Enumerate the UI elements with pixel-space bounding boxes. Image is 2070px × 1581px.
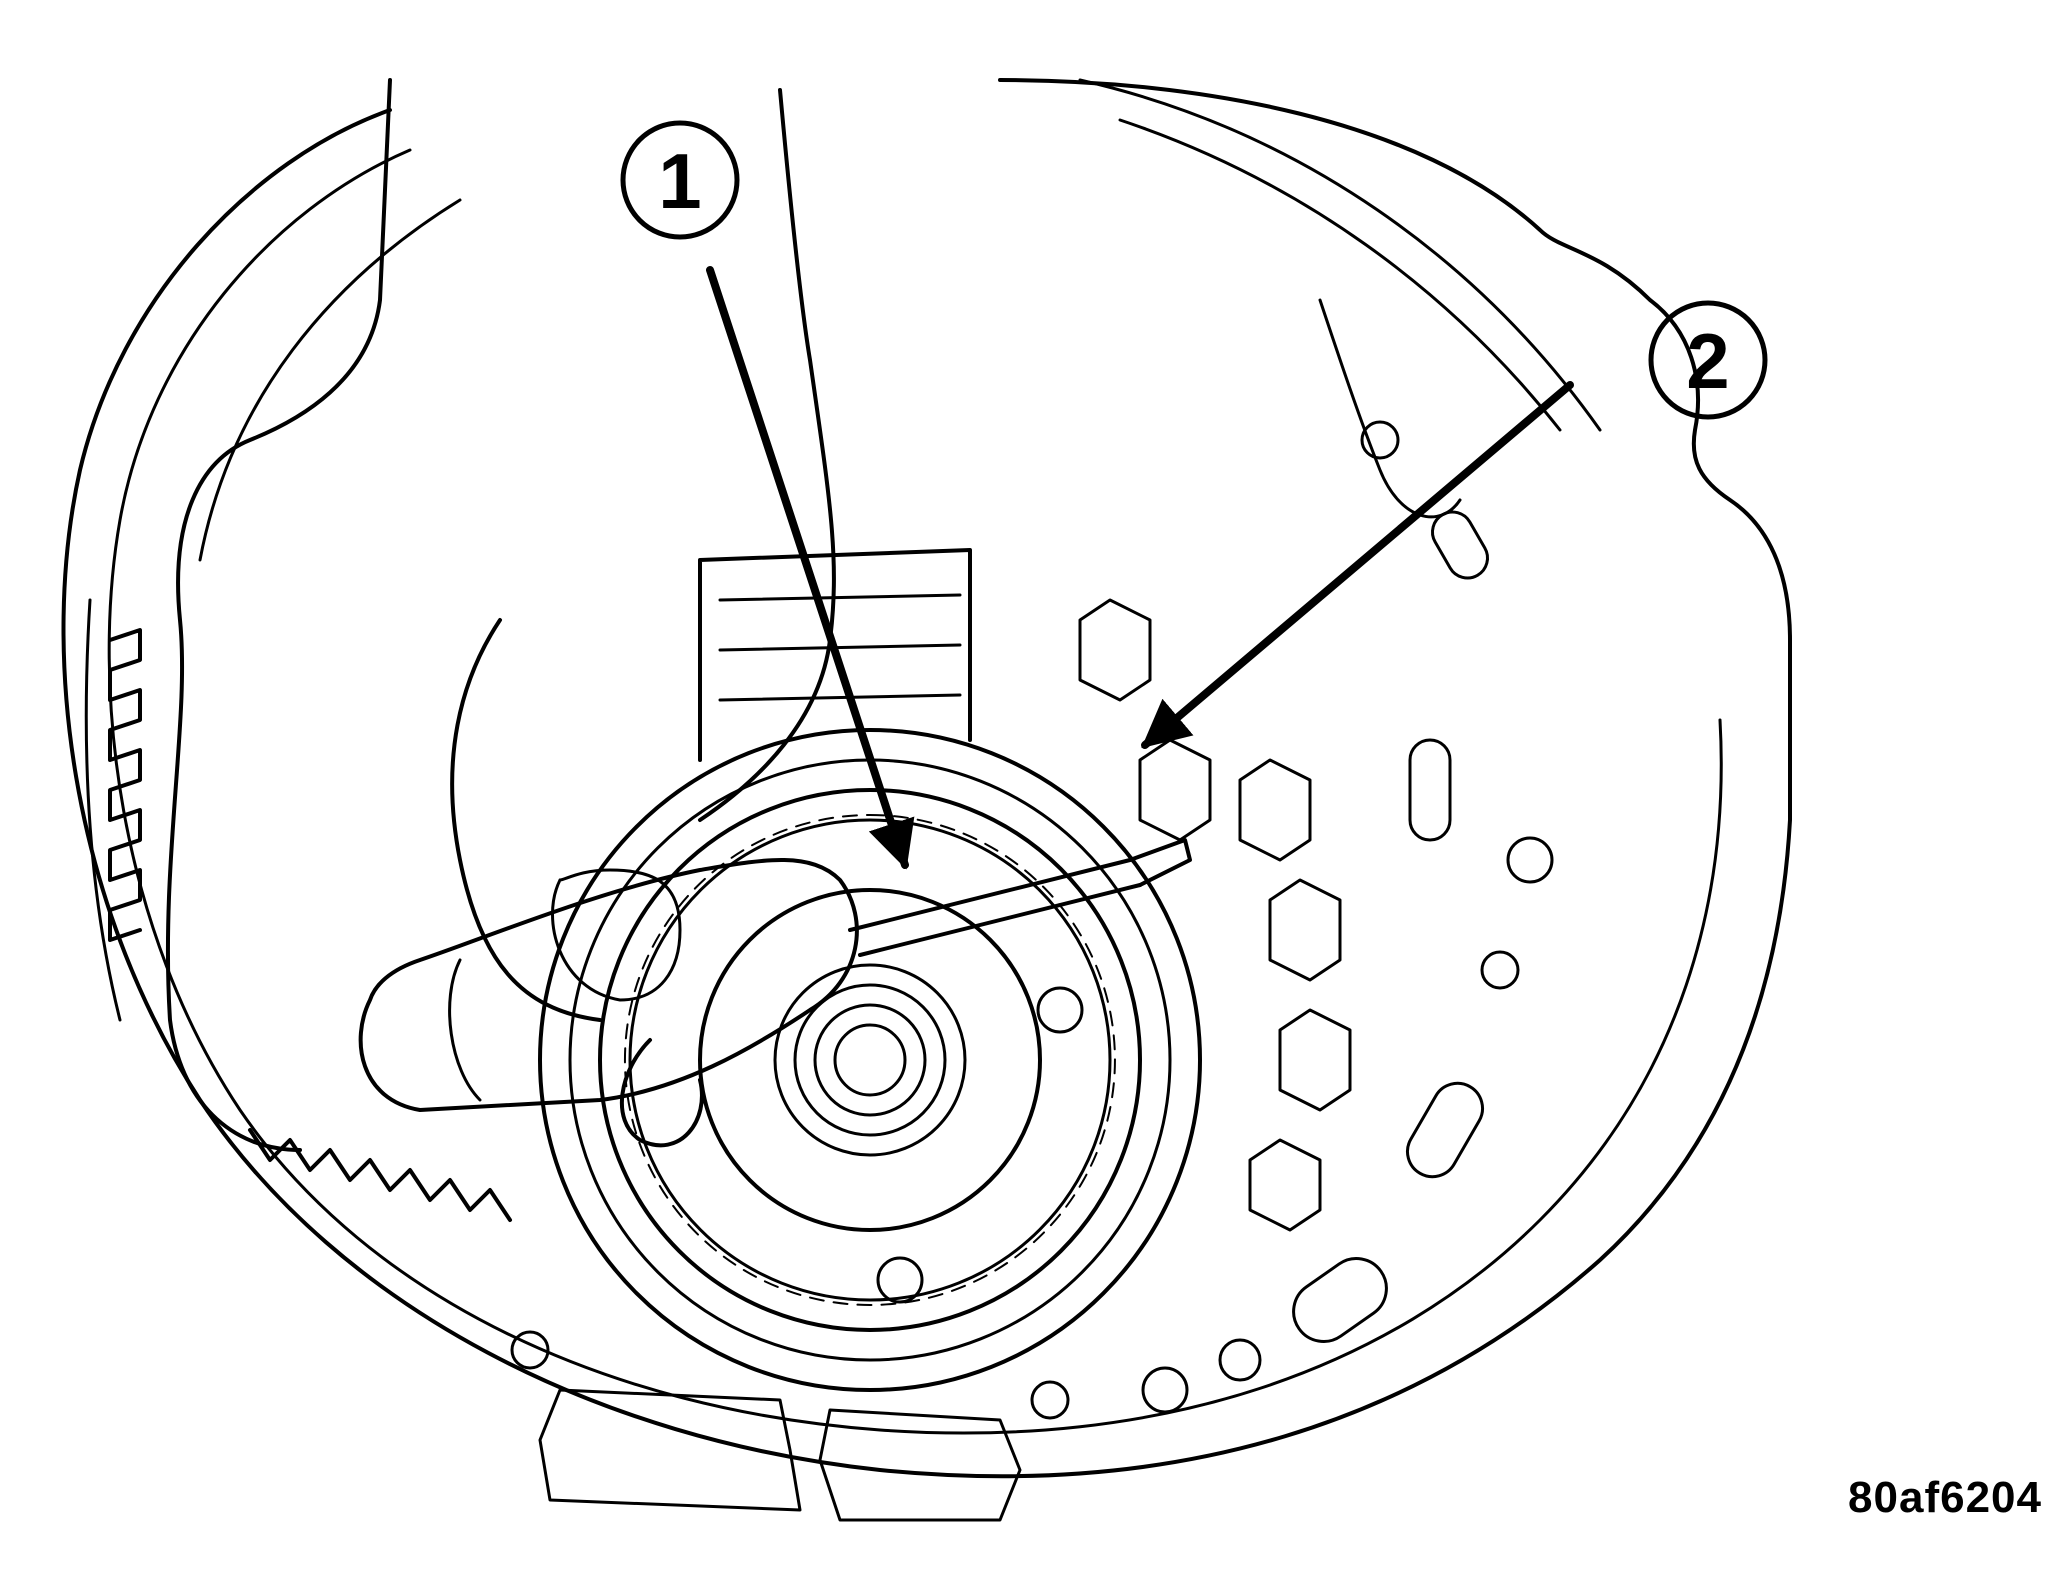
callout-2-number: 2 — [1686, 317, 1729, 405]
callout-2-arrow — [1141, 381, 1574, 749]
callout-1-arrow — [706, 266, 915, 870]
clutch-assembly — [538, 548, 1352, 1392]
housing-holes — [510, 298, 1554, 1522]
transmission-housing — [61, 78, 1792, 1479]
callout-2: 2 — [1648, 300, 1768, 420]
callout-1: 1 — [620, 120, 740, 240]
leader-arrows — [706, 266, 1574, 870]
figure-id-label: 80af6204 — [1848, 1473, 2042, 1522]
left-gear-teeth — [84, 598, 512, 1222]
callout-1-number: 1 — [658, 137, 701, 225]
hand-with-screwdriver — [165, 78, 1192, 1152]
